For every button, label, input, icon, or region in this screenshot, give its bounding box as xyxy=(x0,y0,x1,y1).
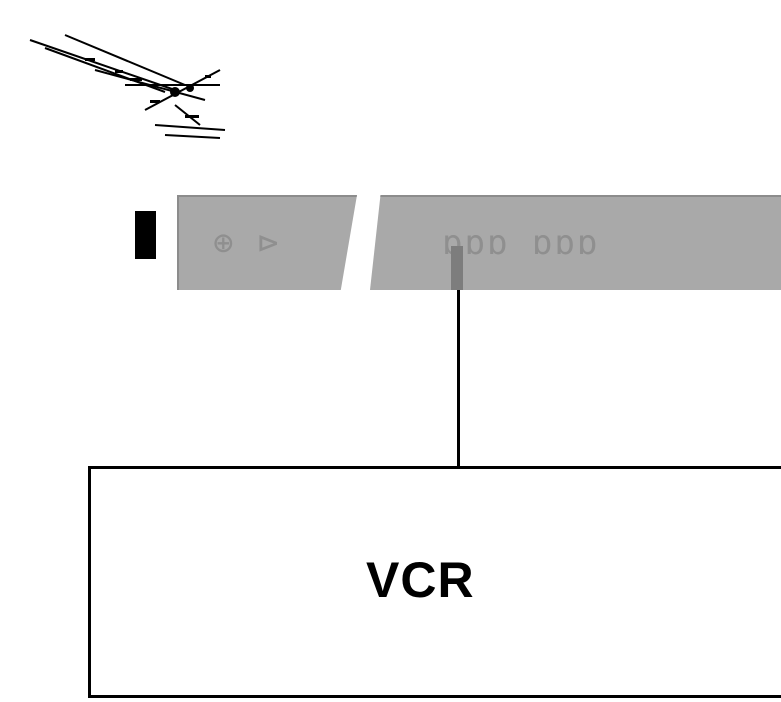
rear-panel-left: ⊕ ⊳ xyxy=(177,195,357,290)
signal-marker xyxy=(135,211,156,259)
panel-right-connectors: ɒɒɒ ɒɒɒ xyxy=(442,223,600,263)
cable-plug xyxy=(451,246,463,290)
vcr-box: VCR xyxy=(88,466,781,698)
connection-cable xyxy=(457,290,460,468)
rear-panel-right: ɒɒɒ ɒɒɒ xyxy=(370,195,781,290)
antenna-icon xyxy=(29,34,226,139)
vcr-label: VCR xyxy=(366,552,475,608)
panel-left-connectors: ⊕ ⊳ xyxy=(213,223,281,263)
